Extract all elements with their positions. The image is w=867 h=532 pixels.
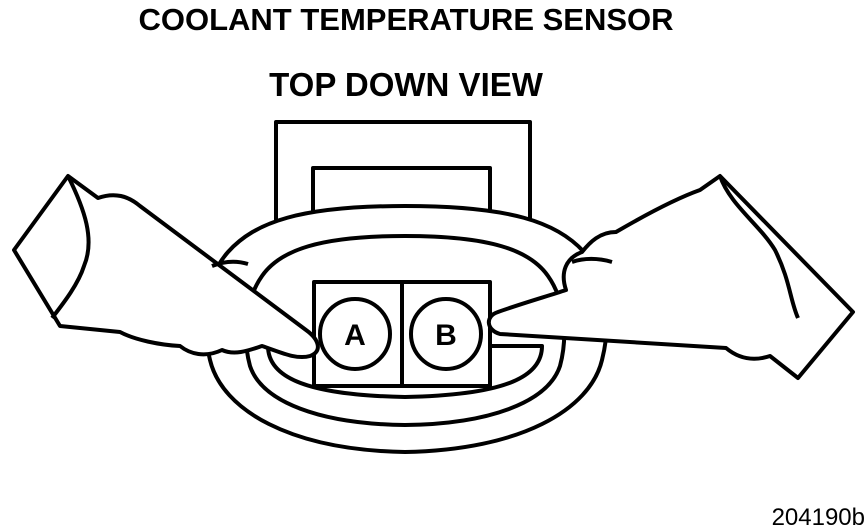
left-probe-joint [50, 175, 91, 320]
left-probe [12, 174, 320, 359]
diagram-title: COOLANT TEMPERATURE SENSOR [138, 2, 674, 37]
left-probe-crease [211, 259, 249, 268]
right-probe [486, 174, 855, 380]
pin-b-terminal [409, 297, 483, 371]
pin-b-label: B [435, 319, 457, 352]
diagram-subtitle: TOP DOWN VIEW [269, 66, 543, 103]
figure-id: 204190b [771, 504, 865, 531]
right-probe-crease [571, 257, 613, 264]
pin-a-terminal [318, 297, 392, 371]
right-probe-joint [718, 175, 800, 319]
pin-a-label: A [344, 319, 366, 352]
